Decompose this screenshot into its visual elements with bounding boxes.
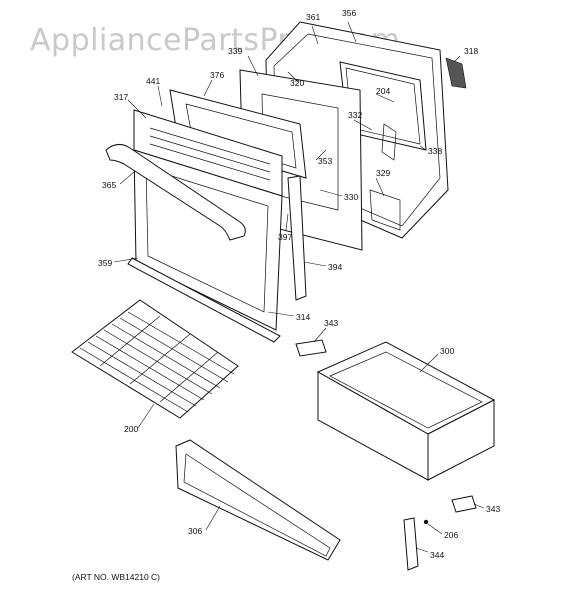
label-343-clip: 343 [324, 318, 338, 328]
art-number: (ART NO. WB14210 C) [72, 572, 160, 582]
label-343-slide: 343 [486, 504, 500, 514]
label-318: 318 [464, 46, 478, 56]
clip-part [295, 339, 327, 357]
drawer-slide-parts [403, 495, 477, 571]
label-300: 300 [440, 346, 454, 356]
label-344: 344 [430, 550, 444, 560]
label-204: 204 [376, 86, 390, 96]
label-356: 356 [342, 8, 356, 18]
label-338: 338 [428, 146, 442, 156]
label-441: 441 [146, 76, 160, 86]
oven-rack [71, 299, 239, 419]
label-365: 365 [102, 180, 116, 190]
label-353: 353 [318, 156, 332, 166]
label-314: 314 [296, 312, 310, 322]
label-339: 339 [228, 46, 242, 56]
label-394: 394 [328, 262, 342, 272]
door-handle [105, 144, 246, 241]
storage-drawer [316, 341, 496, 481]
door-bottom-trim [127, 257, 281, 343]
label-376: 376 [210, 70, 224, 80]
gasket-part [445, 57, 467, 89]
label-359: 359 [98, 258, 112, 268]
label-330: 330 [344, 192, 358, 202]
drawer-front-panel [175, 439, 341, 561]
label-361: 361 [306, 12, 320, 22]
leader-lines [113, 21, 485, 553]
label-317: 317 [114, 92, 128, 102]
label-397: 397 [278, 232, 292, 242]
label-320: 320 [290, 78, 304, 88]
label-200: 200 [124, 424, 138, 434]
door-outer-panel [133, 109, 283, 331]
hinge-strip [287, 175, 307, 301]
label-329: 329 [376, 168, 390, 178]
label-332: 332 [348, 110, 362, 120]
label-306: 306 [188, 526, 202, 536]
part-labels: 361 356 318 339 320 441 376 317 204 332 … [98, 8, 500, 560]
label-206: 206 [444, 530, 458, 540]
